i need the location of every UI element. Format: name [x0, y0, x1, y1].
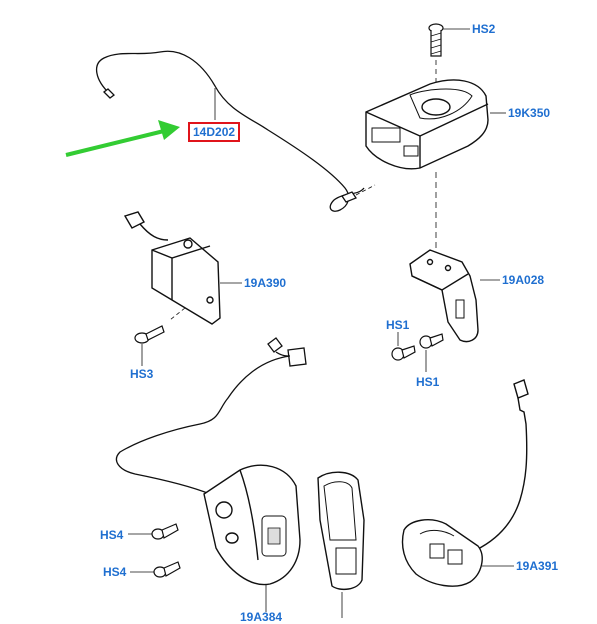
wiring-harness [116, 338, 306, 494]
label-hs2: HS2 [472, 22, 496, 36]
label-hs4-top: HS4 [100, 528, 124, 542]
label-19a028: 19A028 [502, 273, 545, 287]
green-pointer-arrow-icon [65, 120, 180, 157]
label-hs1-bottom: HS1 [416, 375, 440, 389]
label-19a391: 19A391 [516, 559, 559, 573]
cradle-19a384 [204, 465, 300, 612]
label-hs1-top: HS1 [386, 318, 410, 332]
module-19k350 [366, 80, 506, 250]
screw-hs3 [135, 326, 164, 366]
screw-hs4-top [128, 524, 178, 539]
label-19a384: 19A384 [240, 610, 283, 624]
screw-hs4-bottom [130, 562, 180, 577]
label-19k350: 19K350 [508, 106, 551, 120]
label-hs4-bottom: HS4 [103, 565, 127, 579]
pad-19a391 [403, 380, 529, 586]
phone-adapter [318, 472, 364, 618]
label-14d202-highlighted: 14D202 [188, 122, 241, 142]
module-19a390 [125, 212, 242, 324]
screw-hs1-right [420, 334, 443, 372]
bolt-hs2 [429, 24, 470, 86]
antenna-cable-14d202 [97, 51, 375, 211]
bracket-19a028 [410, 250, 500, 342]
label-19a390: 19A390 [244, 276, 287, 290]
label-hs3: HS3 [130, 367, 154, 381]
screw-hs1-left [392, 332, 415, 360]
